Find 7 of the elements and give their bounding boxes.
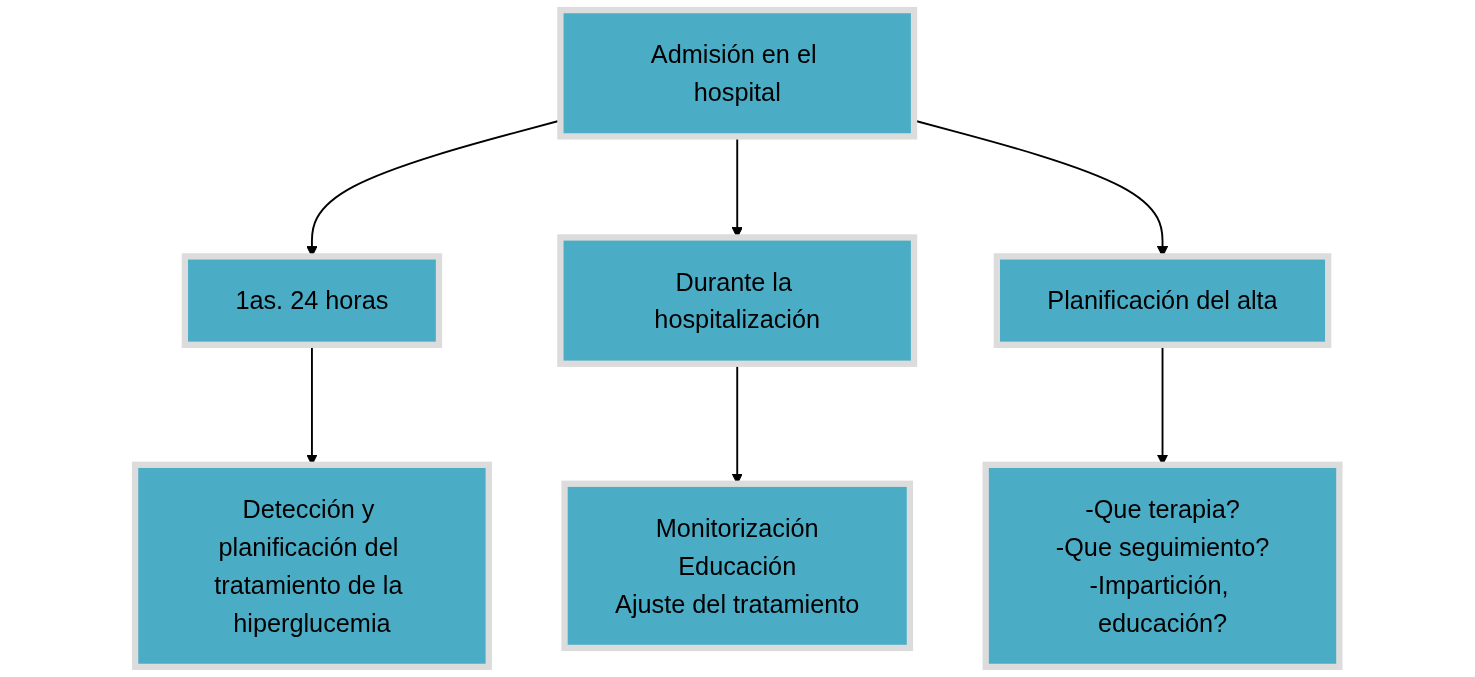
node-box: Monitorización Educación Ajuste del tratamiento bbox=[561, 480, 914, 652]
node-box: Planificación del alta bbox=[993, 253, 1332, 348]
node-box: Durante la hospitalización bbox=[557, 234, 918, 367]
node-box: 1as. 24 horas bbox=[181, 253, 443, 348]
node-box: Detección y planificación del tratamiento de la hiperglucemia bbox=[132, 461, 493, 671]
node-box: -Que terapia? -Que seguimiento? -Impartición, educación? bbox=[982, 461, 1343, 671]
node-box: Admisión en el hospital bbox=[557, 6, 918, 140]
